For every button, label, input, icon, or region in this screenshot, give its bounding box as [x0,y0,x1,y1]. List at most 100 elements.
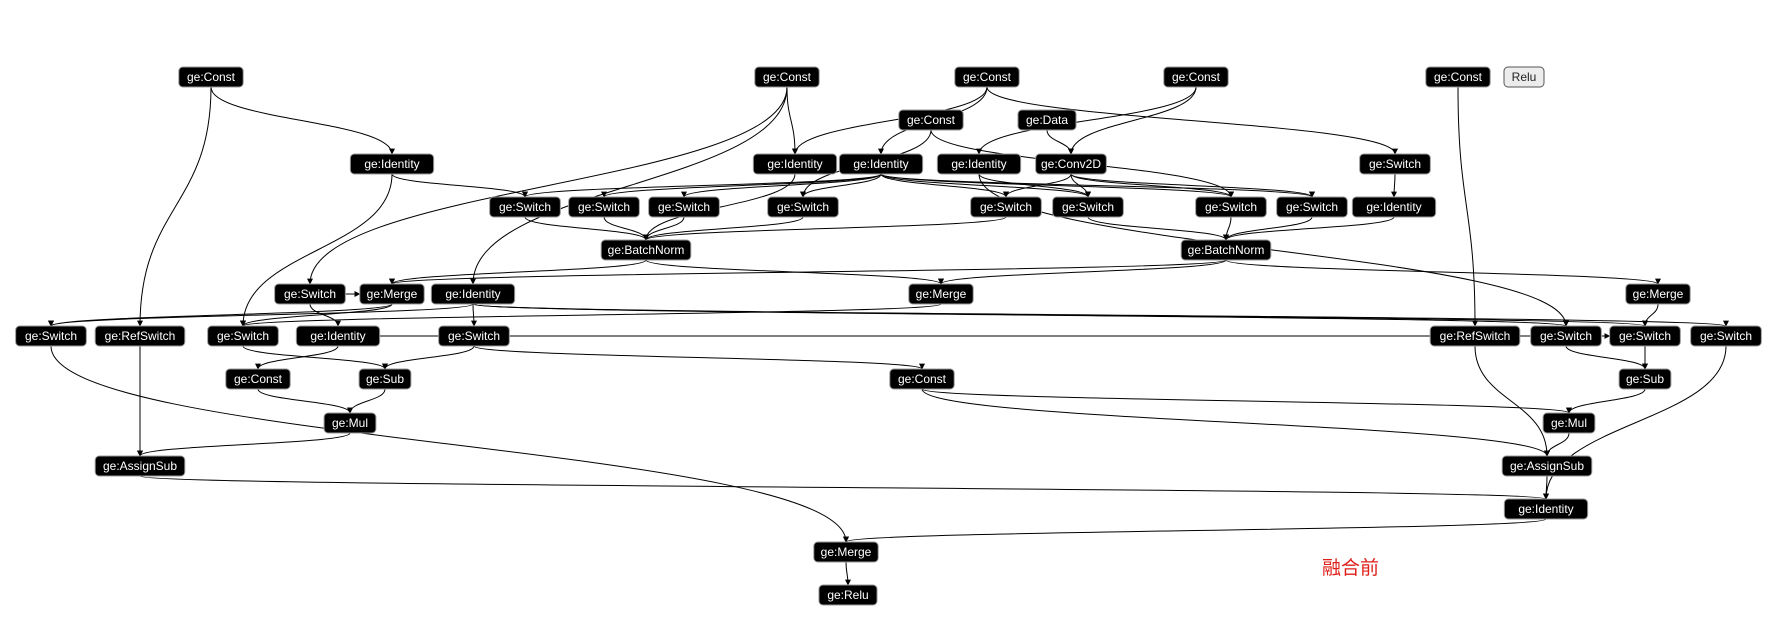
node-box [889,368,955,390]
node-switch[interactable]: ge:Switch [1195,196,1267,218]
node-box [936,153,1022,175]
node-const[interactable]: ge:Const [225,368,291,390]
node-switch[interactable]: ge:Switch [1690,325,1762,347]
node-label: ge:RefSwitch [1440,329,1511,343]
node-label: ge:Mul [1551,416,1587,430]
node-const[interactable]: ge:Const [754,66,820,88]
edge-mul1-to-as1 [137,432,351,457]
edge-c8-to-mul2 [921,388,1572,414]
node-box [568,196,640,218]
edge-id6-to-sw15 [472,303,1729,327]
node-switch[interactable]: ge:Switch [648,196,720,218]
edge-sub1-to-mul1 [347,388,386,414]
edge-bn1-to-m1 [389,259,647,285]
node-switch[interactable]: ge:Switch [568,196,640,218]
node-identity[interactable]: ge:Identity [1503,498,1589,520]
edge-id1-to-sw0 [391,173,528,198]
node-relu[interactable]: ge:Relu [818,584,878,606]
node-label: ge:Switch [25,329,77,343]
node-box [838,153,924,175]
node-switch[interactable]: ge:Switch [1359,153,1431,175]
node-merge[interactable]: ge:Merge [813,541,879,563]
node-label: ge:AssignSub [1510,459,1584,473]
node-data[interactable]: ge:Data [1017,109,1077,131]
node-switch[interactable]: ge:Switch [970,196,1042,218]
edge-sw12-to-c8 [473,345,925,370]
node-box [752,153,838,175]
node-switch[interactable]: ge:Switch [1530,325,1602,347]
node-box [1690,325,1762,347]
node-mul[interactable]: ge:Mul [323,412,377,434]
node-const[interactable]: ge:Const [954,66,1020,88]
node-const[interactable]: ge:Const [898,109,964,131]
node-switch[interactable]: ge:Switch [438,325,510,347]
node-assignsub[interactable]: ge:AssignSub [94,455,186,477]
node-switch[interactable]: ge:Switch [207,325,279,347]
edge-sw13-to-sub2 [1565,345,1648,370]
edge-c4-to-conv [1068,86,1197,155]
node-box [1035,153,1107,175]
node-label: ge:Sub [1626,372,1664,386]
node-box [1180,239,1272,261]
node-box [1609,325,1681,347]
node-batchnorm[interactable]: ge:BatchNorm [1180,239,1272,261]
node-switch[interactable]: ge:Switch [1276,196,1348,218]
node-assignsub[interactable]: ge:AssignSub [1501,455,1593,477]
node-switch[interactable]: ge:Switch [1609,325,1681,347]
node-label: ge:Switch [1369,157,1421,171]
node-layer: ge:Const ge:Const ge:Const ge:Const ge:Const… [15,66,1762,606]
edge-c8-to-as2 [921,388,1550,457]
node-identity[interactable]: ge:Identity [1351,196,1437,218]
edge-id3-to-sw1 [601,173,882,198]
node-merge[interactable]: ge:Merge [359,283,425,305]
edge-m3-to-sw14 [1642,303,1659,327]
node-relu[interactable]: Relu [1503,66,1545,88]
node-identity[interactable]: ge:Identity [430,283,516,305]
node-merge[interactable]: ge:Merge [908,283,974,305]
node-box [1542,412,1596,434]
node-merge[interactable]: ge:Merge [1625,283,1691,305]
node-const[interactable]: ge:Const [1425,66,1491,88]
edge-c4-to-id4 [976,86,1197,155]
node-switch[interactable]: ge:Switch [15,325,87,347]
edge-id6-to-sw10 [48,303,474,327]
node-label: ge:Identity [853,157,908,171]
node-switch[interactable]: ge:Switch [1052,196,1124,218]
node-label: ge:Const [907,113,956,127]
node-conv2d[interactable]: ge:Conv2D [1035,153,1107,175]
node-box [1425,66,1491,88]
node-sub[interactable]: ge:Sub [358,368,412,390]
node-switch[interactable]: ge:Switch [489,196,561,218]
node-identity[interactable]: ge:Identity [936,153,1022,175]
node-const[interactable]: ge:Const [889,368,955,390]
node-box [489,196,561,218]
node-box [94,325,186,347]
node-label: ge:Identity [1518,502,1573,516]
edge-bn2-to-m2 [938,259,1227,285]
node-mul[interactable]: ge:Mul [1542,412,1596,434]
node-switch[interactable]: ge:Switch [767,196,839,218]
edge-sw7-to-bn2 [1223,216,1313,241]
node-box [1359,153,1431,175]
node-identity[interactable]: ge:Identity [349,153,435,175]
edge-c1-to-rs1 [137,86,212,327]
node-label: ge:Identity [364,157,419,171]
node-label: ge:Mul [332,416,368,430]
node-const[interactable]: ge:Const [178,66,244,88]
node-switch[interactable]: ge:Switch [274,283,346,305]
node-label: ge:Const [1172,70,1221,84]
node-refswitch[interactable]: ge:RefSwitch [1429,325,1521,347]
edge-id3-to-sw3 [800,173,882,198]
node-refswitch[interactable]: ge:RefSwitch [94,325,186,347]
node-sub[interactable]: ge:Sub [1618,368,1672,390]
node-identity[interactable]: ge:Identity [838,153,924,175]
node-identity[interactable]: ge:Identity [752,153,838,175]
node-identity[interactable]: ge:Identity [295,325,381,347]
node-label: ge:Const [763,70,812,84]
node-label: ge:Merge [1633,287,1684,301]
node-const[interactable]: ge:Const [1163,66,1229,88]
edge-id3-to-sw0 [522,173,882,198]
node-batchnorm[interactable]: ge:BatchNorm [600,239,692,261]
edge-sw4-to-bn1 [643,216,1007,241]
